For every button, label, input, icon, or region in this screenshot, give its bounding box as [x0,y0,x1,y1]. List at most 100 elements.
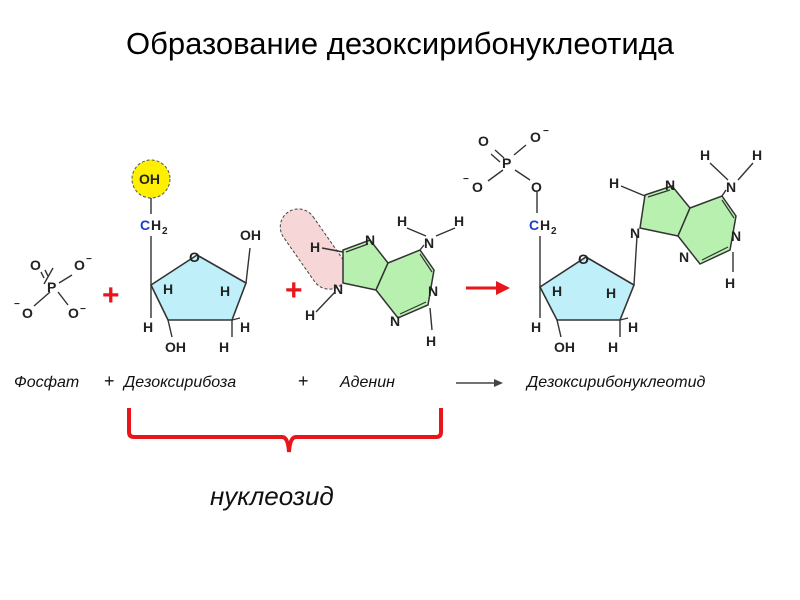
adenine-n7: N [365,232,375,248]
product-adenine-n9: N [630,225,640,241]
word-plus-2: + [298,371,309,391]
word-plus-1: + [104,371,115,391]
reaction-arrow-red [466,281,510,295]
bond [556,319,562,338]
sugar-h-c1: H [220,283,230,299]
product-adenine-h-c2: H [725,275,735,291]
bond [321,247,344,253]
phosphate-charge-bottom: − [80,304,86,315]
product-adenine-amino-h2: H [752,147,762,163]
sugar-h-c2: H [240,319,250,335]
bond [167,319,173,338]
product-adenine-h-c8: H [609,175,619,191]
product-adenine-n3: N [679,249,689,265]
bond [345,243,369,253]
label-adenine: Аденин [339,374,395,391]
adenine-h-n9: H [305,307,315,323]
label-deoxyribose: Дезоксирибоза [122,374,236,391]
product-phosphate-oxygen-right: O [530,129,541,145]
adenine-amino-h1: H [397,213,407,229]
product-phosphate-oxygen-ester: O [531,179,542,195]
product-sugar-h-c2-down: H [608,339,618,355]
product-deoxyribose-ring [538,256,635,321]
product-phosphate-oxygen-top: O [478,133,489,149]
bond [429,307,433,331]
adenine-n9: N [333,281,343,297]
word-arrow [456,379,503,387]
product-phosphate-charge-right: − [543,126,549,137]
deoxyribose-ring [149,254,247,321]
adenine-h-c2: H [426,333,436,349]
phosphate-oxygen-top: O [30,257,41,273]
adenine-n1: N [428,283,438,299]
bond [647,189,671,198]
product-adenine-amino-n: N [726,179,736,195]
bond [399,301,427,315]
product-sugar-h-c4: H [552,283,562,299]
bond [315,291,336,313]
nucleoside-brace [127,408,443,453]
phosphate-molecule [33,267,73,307]
product-phosphate-bonds [487,144,538,213]
adenine-amino-n: N [424,235,434,251]
product-adenine-amino-h1: H [700,147,710,163]
product-c5-h: H [540,217,550,233]
product-c5-subscript: 2 [551,226,557,237]
sugar-5-oh: OH [139,171,160,187]
adenine-imidazole-ring [342,239,389,291]
phosphate-charge-left: − [14,299,20,310]
product-adenine-n1: N [731,228,741,244]
label-nucleoside: нуклеозид [210,481,334,511]
plus-sign-red-2: + [285,274,303,307]
bond [619,317,629,321]
glycosidic-bond [633,235,638,286]
bond [701,246,729,261]
plus-sign-red-1: + [102,279,120,312]
sugar-h-c2-down: H [219,339,229,355]
sugar-3-oh: OH [165,339,186,355]
bond [406,227,427,237]
bond [620,185,646,197]
bond [435,227,456,237]
product-c5-carbon: C [529,217,539,233]
product-sugar-h-c2: H [628,319,638,335]
bond [245,247,251,284]
product-sugar-h-c1: H [606,285,616,301]
sugar-ring-oxygen: O [189,249,200,265]
phosphate-charge-right: − [86,254,92,265]
label-product: Дезоксирибонуклеотид [525,374,706,391]
bond [709,162,729,181]
phosphate-oxygen-left: O [22,305,33,321]
bond [419,244,425,251]
bond [721,189,727,197]
product-adenine-n7: N [665,177,675,193]
product-phosphate-oxygen-left: O [472,179,483,195]
oh-group-highlight [131,159,171,199]
product-phosphate-phosphorus: P [502,155,511,171]
sugar-c5-h: H [151,217,161,233]
phosphate-oxygen-right: O [74,257,85,273]
sugar-c5-carbon: C [140,217,150,233]
adenine-amino-h2: H [454,213,464,229]
phosphate-phosphorus: P [47,279,56,295]
product-phosphate-charge-left: − [463,174,469,185]
product-ring-oxygen: O [578,251,589,267]
sugar-h-c4-down: H [143,319,153,335]
bond [419,253,433,273]
product-sugar-h-c4-down: H [531,319,541,335]
phosphate-oxygen-bottom: O [68,305,79,321]
product-adenine-imidazole-ring [639,185,691,237]
sugar-c5-subscript: 2 [162,226,168,237]
product-sugar-3-oh: OH [554,339,575,355]
water-removal-highlight [279,208,348,290]
adenine-n3: N [390,313,400,329]
page-title: Образование дезоксирибонуклеотида [125,26,675,61]
sugar-1-oh: OH [240,227,261,243]
adenine-h-c8: H [310,239,320,255]
bond [737,162,754,181]
bond [721,199,735,219]
label-phosphate: Фосфат [14,374,79,391]
sugar-h-c4: H [163,281,173,297]
bond [231,317,241,321]
